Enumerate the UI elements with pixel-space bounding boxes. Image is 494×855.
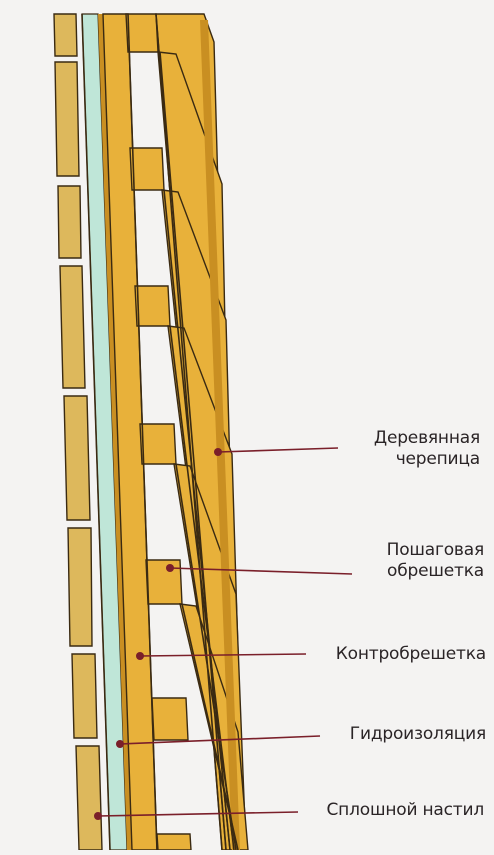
leader-line-wooden-shingles (217, 447, 339, 453)
wooden-shingles (155, 13, 249, 851)
step-batten (156, 833, 192, 851)
outline-stroke (169, 325, 235, 851)
label-line: Сплошной настил (326, 800, 485, 820)
deck-plank (63, 395, 91, 521)
label-solid-deck: Сплошной настил (326, 800, 485, 821)
membrane-edge (98, 14, 132, 850)
deck-plank (54, 61, 80, 177)
leader-dot-wooden-shingles (214, 448, 222, 456)
leader-dot-solid-deck (94, 812, 102, 820)
deck-plank (71, 653, 98, 739)
leader-lines (94, 447, 353, 820)
leader-dot-waterproofing (116, 740, 124, 748)
leader-line-counter-battens (139, 653, 307, 657)
leader-line-step-battens (169, 567, 353, 575)
outline-stroke (127, 13, 158, 851)
label-line: Гидроизоляция (349, 724, 486, 744)
step-battens (125, 13, 192, 851)
step-batten (145, 559, 183, 605)
deck-plank (67, 527, 93, 647)
deck-plank (75, 745, 103, 851)
step-batten (125, 13, 159, 53)
label-line: Деревянная (373, 428, 480, 448)
label-line: черепица (395, 449, 481, 469)
outline-stroke (81, 13, 111, 851)
leader-line-solid-deck (97, 811, 299, 817)
shingle-shadow (200, 20, 240, 850)
deck-plank (53, 13, 78, 57)
label-waterproofing: Гидроизоляция (350, 724, 486, 745)
step-batten (139, 423, 177, 465)
label-step-battens: Пошаговая обрешетка (386, 540, 485, 582)
label-wooden-shingles: Деревянная черепица (374, 428, 480, 470)
leader-dot-counter-battens (136, 652, 144, 660)
step-batten (134, 285, 171, 327)
outline-stroke (181, 603, 239, 851)
deck-plank (57, 185, 82, 259)
label-counter-battens: Контробрешетка (336, 644, 486, 665)
leader-line-waterproofing (119, 735, 321, 745)
label-line: Контробрешетка (335, 644, 486, 664)
solid-deck-planks (53, 13, 103, 851)
leader-dot-step-battens (166, 564, 174, 572)
step-batten (151, 697, 189, 741)
outline-stroke (175, 463, 237, 851)
section-outlines (81, 13, 239, 851)
label-line: обрешетка (387, 561, 484, 581)
deck-plank (59, 265, 86, 389)
step-batten (129, 147, 165, 191)
label-line: Пошаговая (386, 540, 485, 560)
